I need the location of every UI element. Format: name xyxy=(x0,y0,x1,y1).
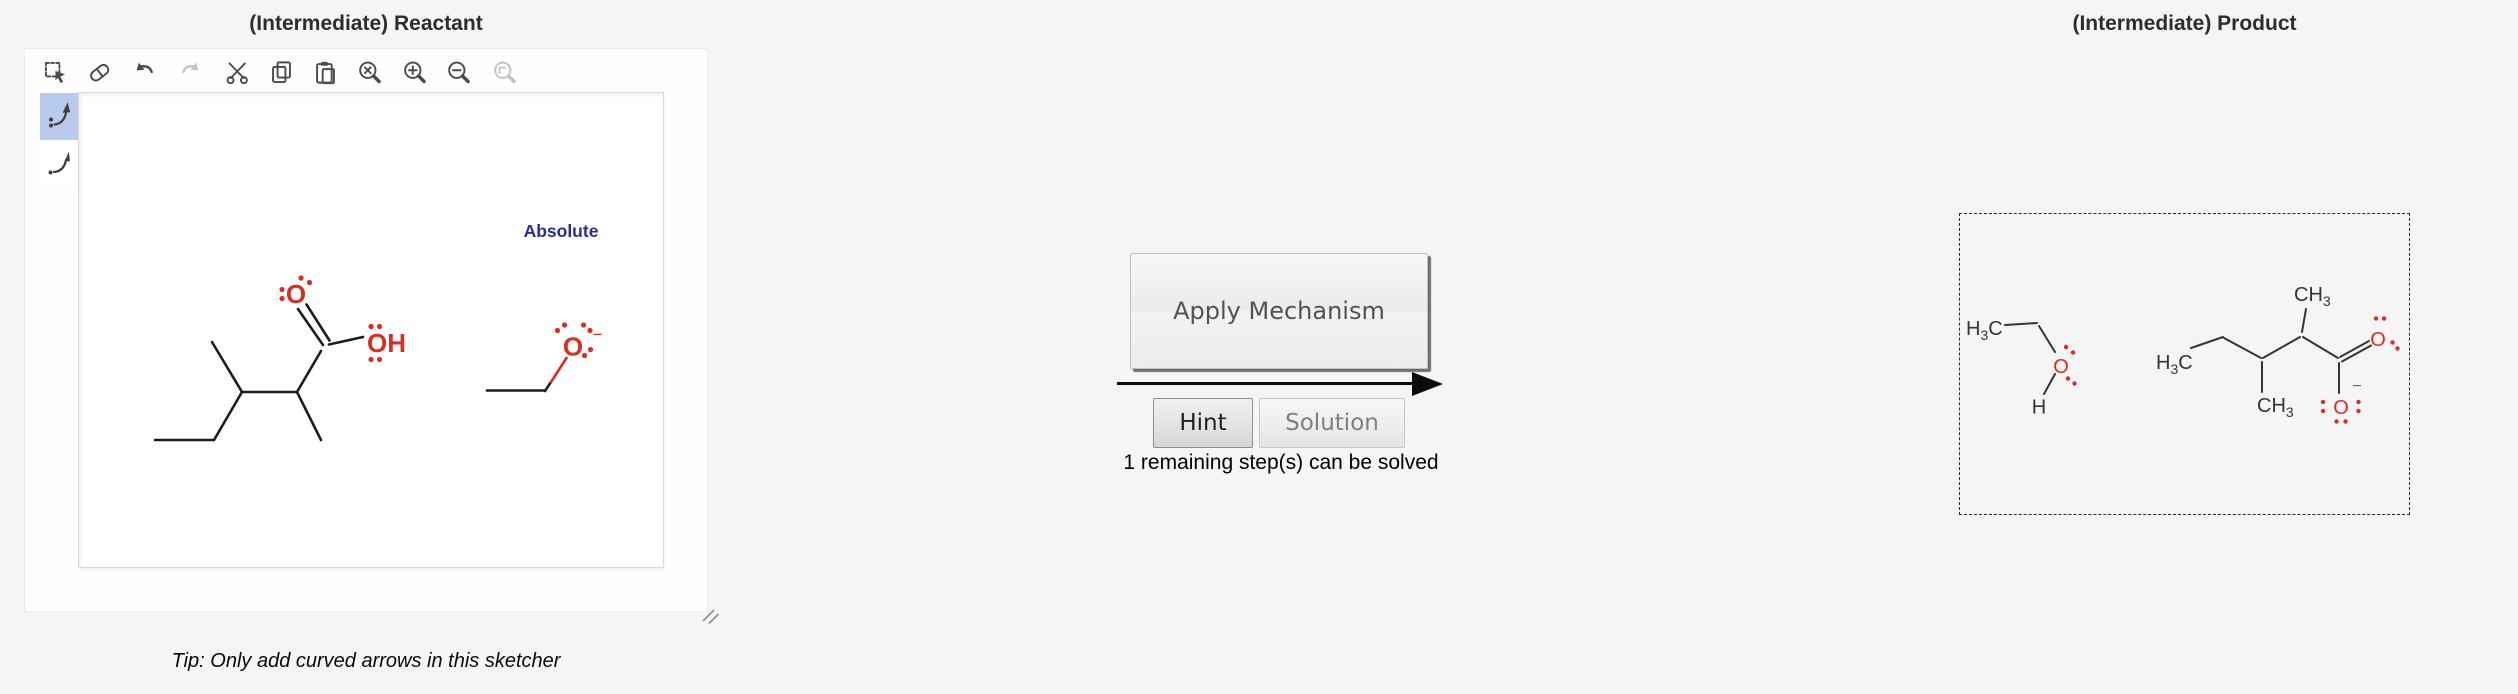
product-title: (Intermediate) Product xyxy=(2072,12,2297,35)
stereo-label: Absolute xyxy=(524,221,599,241)
sketcher-canvas[interactable]: Absolute O xyxy=(78,92,664,568)
solution-button[interactable]: Solution xyxy=(1259,398,1405,448)
svg-text:O: O xyxy=(2370,329,2386,351)
product-carboxylate-molecule: H3C CH3 CH3 O xyxy=(2156,284,2400,424)
copy-icon[interactable] xyxy=(264,55,298,89)
svg-text:CH3: CH3 xyxy=(2257,395,2294,420)
svg-text:O: O xyxy=(563,332,583,362)
sketcher-resize-handle[interactable] xyxy=(701,607,723,627)
svg-text:O: O xyxy=(2053,356,2069,378)
svg-text:−: − xyxy=(2352,378,2361,395)
sketcher-tip: Tip: Only add curved arrows in this sket… xyxy=(171,650,561,672)
svg-text:H3C: H3C xyxy=(2156,352,2193,377)
eraser-icon[interactable] xyxy=(82,55,116,89)
reactant-ethoxide-molecule: O − xyxy=(485,322,603,393)
svg-text:−: − xyxy=(593,325,603,344)
marquee-select-icon[interactable] xyxy=(38,55,72,89)
redo-icon[interactable] xyxy=(173,55,207,89)
zoom-in-icon[interactable] xyxy=(397,55,431,89)
zoom-reset-icon[interactable] xyxy=(352,55,386,89)
apply-mechanism-button[interactable]: Apply Mechanism xyxy=(1130,253,1428,369)
svg-text:H3C: H3C xyxy=(1966,318,2003,343)
remaining-steps-status: 1 remaining step(s) can be solved xyxy=(1123,451,1439,474)
zoom-out-icon[interactable] xyxy=(441,55,475,89)
reaction-arrow-head xyxy=(1412,372,1443,396)
hint-button[interactable]: Hint xyxy=(1153,398,1253,448)
product-box: H3C O H H3C xyxy=(1959,213,2410,515)
svg-text:CH3: CH3 xyxy=(2294,284,2331,309)
reactant-title: (Intermediate) Reactant xyxy=(249,12,483,35)
curved-arrow-electron-pair-tool[interactable] xyxy=(40,93,79,140)
svg-text:O: O xyxy=(286,279,306,309)
undo-icon[interactable] xyxy=(127,55,161,89)
product-ethanol-molecule: H3C O H xyxy=(1966,318,2077,419)
reaction-arrow xyxy=(1117,382,1417,385)
svg-text:H: H xyxy=(2032,397,2046,419)
svg-text:OH: OH xyxy=(367,328,406,358)
cut-icon[interactable] xyxy=(220,55,254,89)
reactant-acid-molecule: O OH xyxy=(153,275,406,442)
svg-text:O: O xyxy=(2333,397,2349,419)
reactant-sketcher-panel: Absolute O xyxy=(24,48,720,625)
paste-icon[interactable] xyxy=(308,55,342,89)
curved-arrow-single-electron-tool[interactable] xyxy=(40,140,79,187)
zoom-selection-icon[interactable] xyxy=(487,55,521,89)
